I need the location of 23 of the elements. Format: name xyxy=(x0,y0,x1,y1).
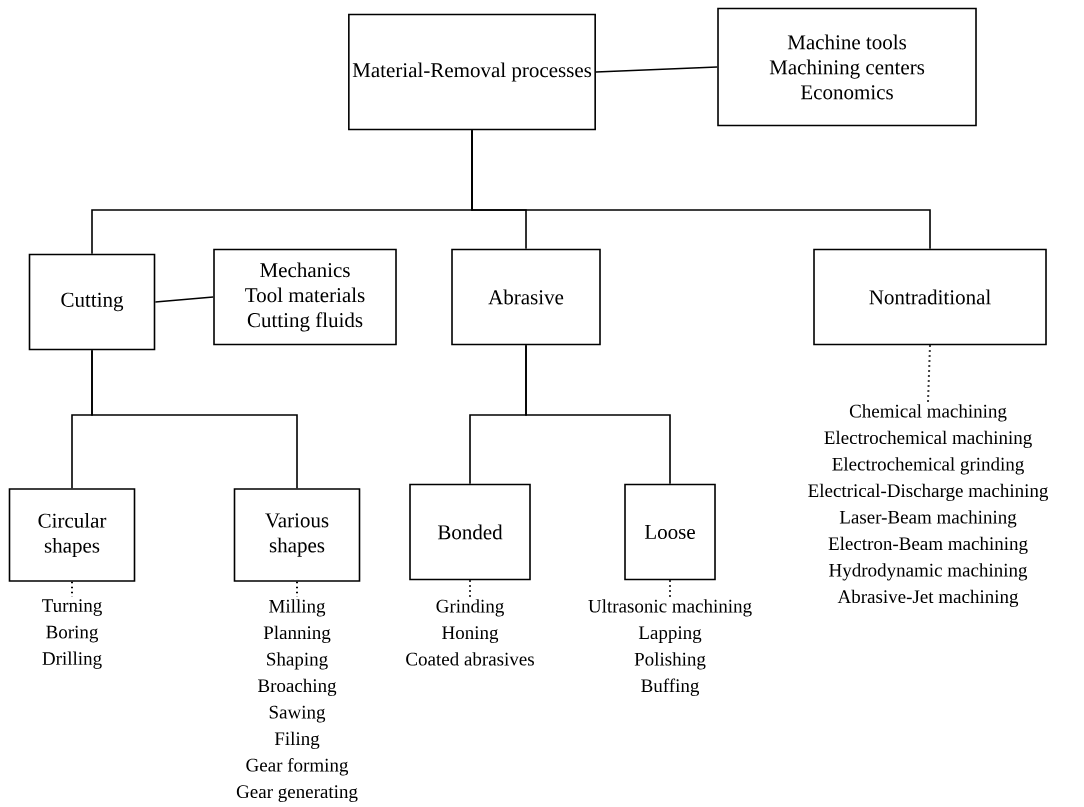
process-box: Loose xyxy=(624,483,716,581)
connector-line xyxy=(669,579,671,598)
process-box: Material-Removal processes xyxy=(348,13,596,131)
process-box: Circular shapes xyxy=(8,488,136,582)
process-box: Abrasive xyxy=(451,248,601,346)
connector-line xyxy=(91,349,298,489)
connector-line xyxy=(927,344,931,403)
process-list: Ultrasonic machining Lapping Polishing Buffing xyxy=(588,599,752,696)
connector-line xyxy=(469,579,471,598)
process-box: Bonded xyxy=(409,483,531,581)
process-box: Various shapes xyxy=(233,488,361,582)
process-box: Cutting xyxy=(28,253,156,351)
process-list: Milling Planning Shaping Broaching Sawing Filing Gear forming Gear generating xyxy=(236,599,358,802)
connector-line xyxy=(154,296,214,303)
connector-line xyxy=(525,344,671,485)
process-list: Chemical machining Electrochemical machining Electrochemical grinding Electrical-Discharge machining Laser-Beam machining Electron-Beam machining Hydrodynamic machining Abrasive-Jet machining xyxy=(808,404,1049,607)
process-box: Nontraditional xyxy=(813,248,1047,346)
process-list: Grinding Honing Coated abrasives xyxy=(406,599,534,666)
process-list: Turning Boring Drilling xyxy=(42,599,102,669)
connector-line xyxy=(595,66,718,73)
connector-line xyxy=(471,129,931,250)
process-box: Machine tools Machining centers Economics xyxy=(717,7,977,127)
process-box: Mechanics Tool materials Cutting fluids xyxy=(213,248,397,346)
